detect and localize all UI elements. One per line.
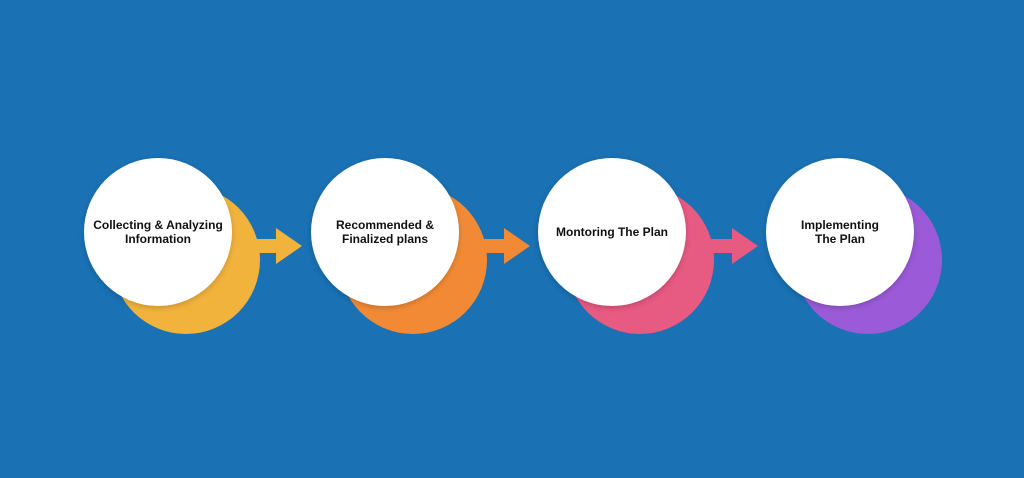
arrow-right-icon (242, 228, 302, 264)
step-3-circle: Montoring The Plan (538, 158, 686, 306)
process-step-2: Recommended & Finalized plans (311, 158, 491, 338)
arrow-2 (470, 228, 530, 264)
step-1-label: Collecting & Analyzing Information (93, 218, 223, 246)
step-4-label: Implementing The Plan (800, 218, 879, 246)
step-3-label: Montoring The Plan (556, 225, 668, 239)
step-2-label: Recommended & Finalized plans (335, 218, 435, 246)
arrow-1 (242, 228, 302, 264)
process-step-4: Implementing The Plan (766, 158, 946, 338)
step-4-circle: Implementing The Plan (766, 158, 914, 306)
process-step-1: Collecting & Analyzing Information (84, 158, 264, 338)
arrow-3 (698, 228, 758, 264)
step-1-circle: Collecting & Analyzing Information (84, 158, 232, 306)
arrow-right-icon (698, 228, 758, 264)
arrow-right-icon (470, 228, 530, 264)
step-2-circle: Recommended & Finalized plans (311, 158, 459, 306)
process-step-3: Montoring The Plan (538, 158, 718, 338)
